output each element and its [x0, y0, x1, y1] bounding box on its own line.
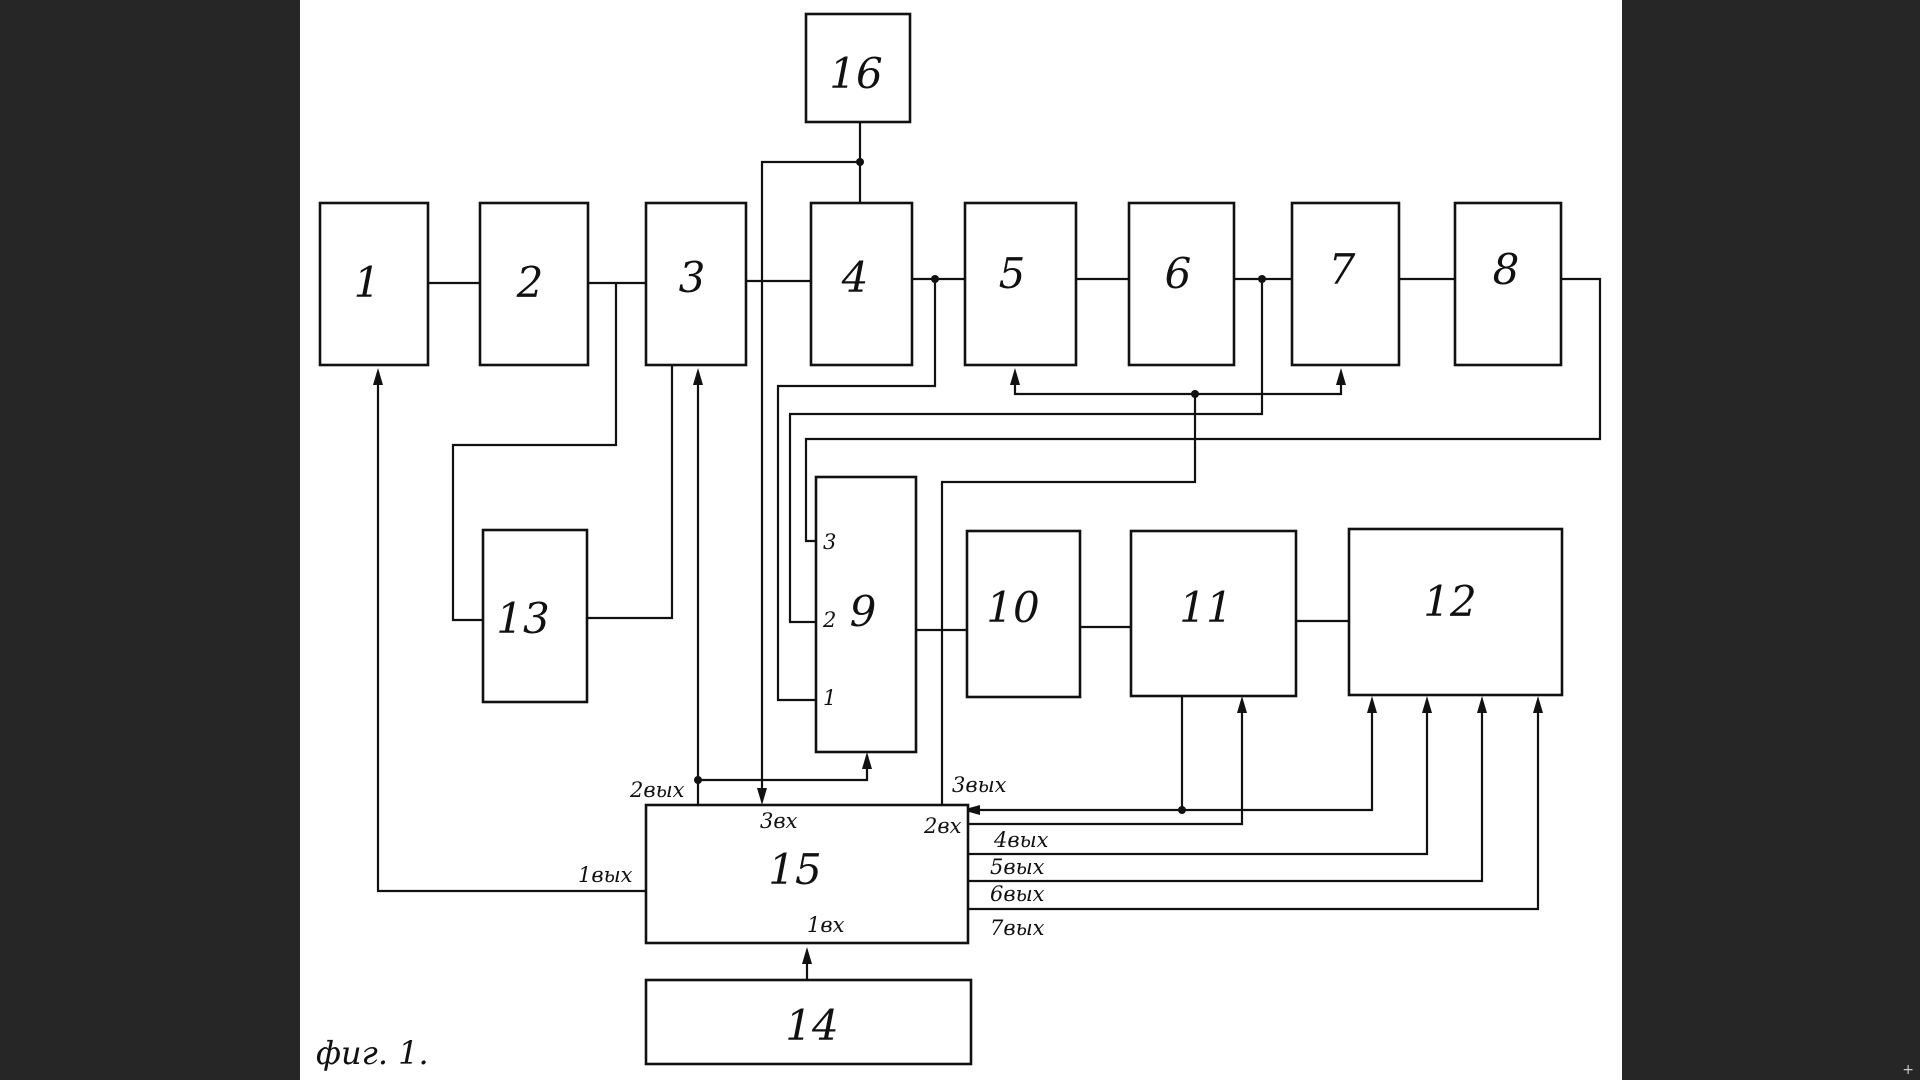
arrow-up-to-12-b [1422, 696, 1432, 713]
wire-15-out2-to-9 [698, 756, 869, 782]
junction-node [1258, 275, 1266, 283]
wire-13-to-3 [587, 365, 674, 620]
figure-caption: фиг. 1. [316, 1034, 429, 1072]
port-label-out5: 5вых [990, 855, 1045, 879]
block-15-port-labels: 2вых 3вх 3вых 2вх 1вых 1вх 4вых 5вых 6вы… [578, 773, 1049, 940]
port-label-out1: 1вых [578, 863, 633, 887]
arrow-up-to-7 [1336, 368, 1346, 385]
block-8-label: 8 [1493, 245, 1520, 294]
wire-8-to-9-pin3 [804, 277, 1602, 543]
port-label-in1: 1вх [807, 913, 845, 937]
block-9-pin-2: 2 [822, 608, 836, 632]
junction-node [1178, 806, 1186, 814]
port-label-in3: 3вх [760, 809, 798, 833]
block-4: 4 [809, 201, 914, 367]
block-11-label: 11 [1179, 583, 1232, 632]
arrow-up-to-12-c [1477, 696, 1487, 713]
block-8: 8 [1453, 201, 1563, 367]
viewer-corner-mark: + [1902, 1062, 1914, 1078]
junction-node [856, 158, 864, 166]
block-16-label: 16 [829, 49, 882, 98]
port-label-out6: 6вых [990, 882, 1045, 906]
arrow-up-to-3 [693, 368, 703, 385]
arrow-up-to-5 [1010, 368, 1020, 385]
junction-nodes [694, 158, 1266, 814]
block-5: 5 [963, 201, 1078, 367]
block-12: 12 [1347, 527, 1564, 697]
junction-node [694, 776, 702, 784]
drawing-sheet: 16 1 2 3 4 [300, 0, 1622, 1080]
block-2: 2 [478, 201, 590, 367]
wire-4-5-to-9-pin1 [776, 279, 937, 702]
block-9-pin-1: 1 [823, 686, 836, 710]
block-11: 11 [1129, 529, 1298, 698]
wire-15-out1-to-1 [376, 372, 646, 893]
wire-15-to-11 [968, 708, 1244, 826]
block-6-label: 6 [1165, 249, 1192, 298]
arrow-up-to-1 [373, 368, 383, 385]
port-label-out7: 7вых [990, 916, 1045, 940]
wire-6-7-to-9-pin2 [788, 279, 1264, 624]
block-1: 1 [318, 201, 430, 367]
wire-15-out7-to-12 [968, 707, 1540, 911]
block-1-label: 1 [354, 258, 381, 307]
block-7-label: 7 [1329, 245, 1356, 294]
block-16: 16 [804, 12, 912, 124]
block-diagram: 16 1 2 3 4 [316, 12, 1602, 1072]
arrow-up-to-15-in1 [802, 947, 812, 964]
block-14-label: 14 [785, 1001, 838, 1050]
block-15: 15 [644, 803, 970, 945]
port-label-out4: 4вых [993, 828, 1049, 852]
block-15-label: 15 [768, 845, 821, 894]
block-9: 9 3 2 1 [814, 475, 918, 754]
block-7: 7 [1290, 201, 1401, 367]
arrow-down-to-15-in3 [757, 788, 767, 805]
block-3: 3 [644, 201, 748, 367]
wire-bus-to-15-in3 [760, 160, 860, 797]
wire-15-out6-to-12 [968, 707, 1484, 883]
blocks: 16 1 2 3 4 [318, 12, 1564, 1066]
arrow-left-to-15-in2 [962, 805, 980, 815]
wire-control-5-7 [1013, 385, 1343, 396]
block-9-pin-3: 3 [823, 530, 836, 554]
arrow-up-to-11 [1237, 696, 1247, 713]
wire-15-out3-to-5-7 [940, 394, 1197, 805]
block-14: 14 [644, 978, 973, 1066]
junction-node [1191, 390, 1199, 398]
block-12-label: 12 [1423, 577, 1476, 626]
arrow-up-to-12-d [1533, 696, 1543, 713]
block-13: 13 [481, 528, 589, 704]
arrow-up-to-12-a [1367, 696, 1377, 713]
arrow-up-to-9 [862, 752, 872, 769]
block-10: 10 [965, 529, 1082, 699]
port-label-out2: 2вых [629, 778, 685, 802]
arrowheads [373, 368, 1543, 964]
block-9-label: 9 [850, 587, 877, 636]
wire-15-out4-to-12 [1182, 707, 1374, 812]
wire-15-out5-to-12 [968, 707, 1429, 856]
block-10-label: 10 [986, 583, 1039, 632]
wire-2-3-to-13 [451, 283, 618, 622]
block-13-label: 13 [496, 594, 549, 643]
port-label-in2: 2вх [923, 814, 962, 838]
port-label-out3: 3вых [952, 773, 1007, 797]
block-3-label: 3 [679, 253, 706, 302]
block-4-label: 4 [841, 253, 869, 302]
block-5-label: 5 [999, 249, 1026, 298]
junction-node [931, 275, 939, 283]
block-6: 6 [1127, 201, 1236, 367]
block-2-label: 2 [516, 258, 544, 307]
